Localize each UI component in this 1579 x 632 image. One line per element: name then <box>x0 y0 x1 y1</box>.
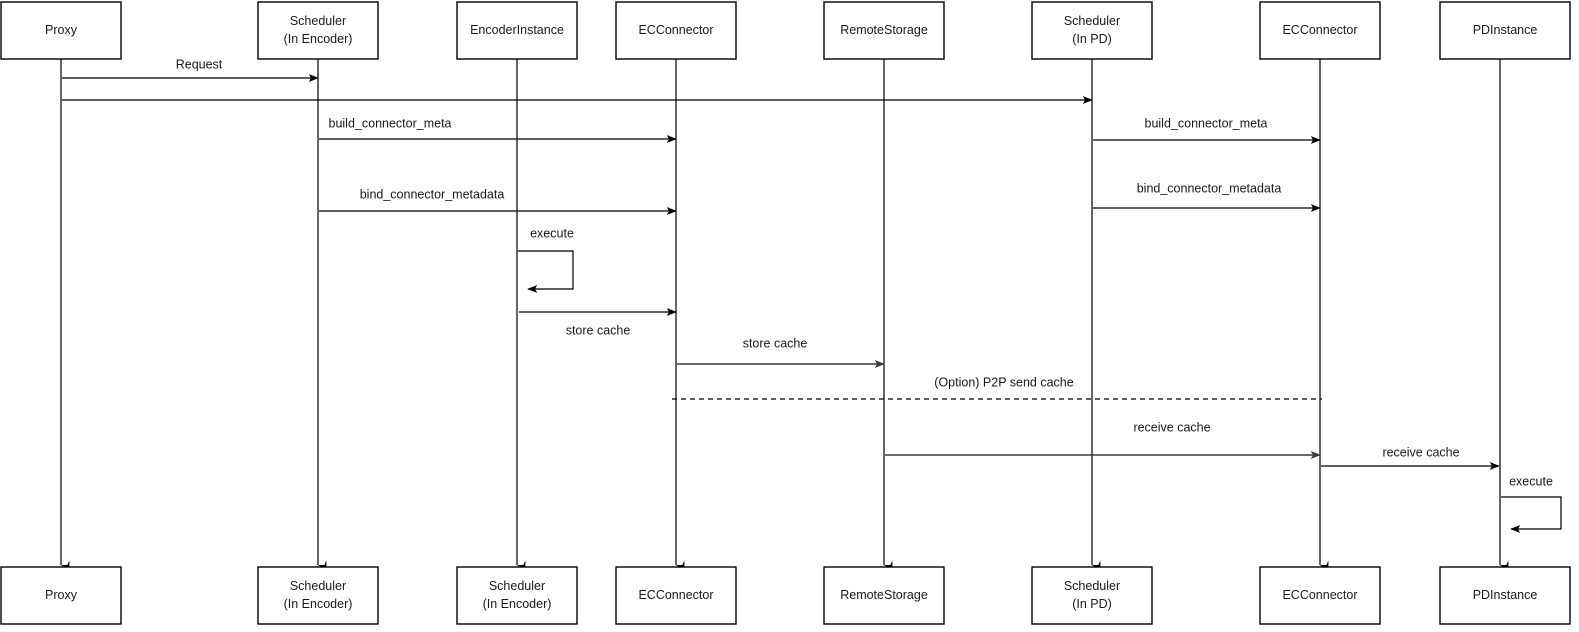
participant-box-top-remote-storage[interactable]: RemoteStorage <box>823 1 945 60</box>
top-participant-boxes: Proxy Scheduler (In Encoder) EncoderInstanc… <box>0 1 1571 60</box>
participant-label-line1: Scheduler <box>290 579 346 593</box>
participant-box-bottom-encoder-instance[interactable]: Scheduler (In Encoder) <box>456 566 578 625</box>
participant-box-top-ec-connector-right[interactable]: ECConnector <box>1259 1 1381 60</box>
participant-box-bottom-ec-connector-right[interactable]: ECConnector <box>1259 566 1381 625</box>
participant-label-line1: Scheduler <box>290 14 346 28</box>
participant-box-top-encoder-instance[interactable]: EncoderInstance <box>456 1 578 60</box>
message-label: Request <box>176 57 223 71</box>
participant-label-line1: Scheduler <box>1064 579 1120 593</box>
participant-box-bottom-scheduler-in-encoder[interactable]: Scheduler (In Encoder) <box>257 566 379 625</box>
participant-label-line2: (In PD) <box>1072 32 1112 46</box>
bottom-participant-boxes: Proxy Scheduler (In Encoder) Scheduler (In E… <box>0 566 1571 625</box>
message-label: (Option) P2P send cache <box>934 375 1073 389</box>
participant-label-line1: ECConnector <box>1282 23 1357 37</box>
self-message-label: execute <box>1509 474 1553 488</box>
self-message-label: execute <box>530 226 574 240</box>
participant-box-top-proxy[interactable]: Proxy <box>0 1 122 60</box>
participant-label-line2: (In Encoder) <box>483 597 552 611</box>
participant-label-line1: Scheduler <box>1064 14 1120 28</box>
message-label: store cache <box>566 323 631 337</box>
message-label: receive cache <box>1133 420 1210 434</box>
messages-group: Request build_connector_meta build_connect… <box>62 57 1500 470</box>
participant-label-line2: (In PD) <box>1072 597 1112 611</box>
message-p2p-send-cache[interactable]: (Option) P2P send cache <box>672 375 1322 400</box>
message-label: bind_connector_metadata <box>360 187 505 201</box>
participant-label-line1: RemoteStorage <box>840 23 928 37</box>
self-messages-group: execute execute <box>518 226 1562 533</box>
participant-label-line1: ECConnector <box>1282 588 1357 602</box>
participant-box-top-scheduler-in-pd[interactable]: Scheduler (In PD) <box>1031 1 1153 60</box>
lifelines-group <box>60 59 1509 570</box>
message-label: receive cache <box>1382 445 1459 459</box>
self-message-execute-pd-instance[interactable]: execute <box>1501 474 1562 533</box>
participant-label-line1: PDInstance <box>1473 23 1538 37</box>
self-message-loop <box>518 250 574 293</box>
participant-box-bottom-pd-instance[interactable]: PDInstance <box>1439 566 1571 625</box>
participant-box-bottom-scheduler-in-pd[interactable]: Scheduler (In PD) <box>1031 566 1153 625</box>
participant-label-line1: RemoteStorage <box>840 588 928 602</box>
participant-label-line1: ECConnector <box>638 588 713 602</box>
message-label: build_connector_meta <box>329 116 452 130</box>
message-build-connector-meta-right[interactable]: build_connector_meta <box>1093 116 1321 144</box>
participant-box-top-ec-connector-left[interactable]: ECConnector <box>615 1 737 60</box>
message-store-cache-encoder-to-ecconnector[interactable]: store cache <box>519 308 677 337</box>
message-request[interactable]: Request <box>62 57 319 82</box>
message-receive-cache-ecconnector-to-pdinstance[interactable]: receive cache <box>1321 445 1500 470</box>
participant-label-line1: PDInstance <box>1473 588 1538 602</box>
message-bind-connector-metadata-left[interactable]: bind_connector_metadata <box>319 187 677 215</box>
participant-box-bottom-ec-connector-left[interactable]: ECConnector <box>615 566 737 625</box>
participant-label-line1: EncoderInstance <box>470 23 564 37</box>
participant-label-line1: Proxy <box>45 23 78 37</box>
message-bind-connector-metadata-right[interactable]: bind_connector_metadata <box>1093 181 1321 212</box>
participant-label-line1: Scheduler <box>489 579 545 593</box>
message-store-cache-ecconnector-to-remotestorage[interactable]: store cache <box>677 336 885 368</box>
self-message-loop <box>1501 496 1562 533</box>
message-label: store cache <box>743 336 808 350</box>
message-build-connector-meta-left[interactable]: build_connector_meta <box>319 116 677 143</box>
participant-box-top-pd-instance[interactable]: PDInstance <box>1439 1 1571 60</box>
message-label: build_connector_meta <box>1145 116 1268 130</box>
self-message-execute-encoder-instance[interactable]: execute <box>518 226 574 293</box>
participant-box-bottom-remote-storage[interactable]: RemoteStorage <box>823 566 945 625</box>
participant-label-line2: (In Encoder) <box>284 32 353 46</box>
message-receive-cache-remotestorage-to-ecconnector[interactable]: receive cache <box>885 420 1321 459</box>
message-label: bind_connector_metadata <box>1137 181 1282 195</box>
participant-label-line2: (In Encoder) <box>284 597 353 611</box>
participant-box-bottom-proxy[interactable]: Proxy <box>0 566 122 625</box>
participant-box-top-scheduler-in-encoder[interactable]: Scheduler (In Encoder) <box>257 1 379 60</box>
participant-label-line1: ECConnector <box>638 23 713 37</box>
participant-label-line1: Proxy <box>45 588 78 602</box>
